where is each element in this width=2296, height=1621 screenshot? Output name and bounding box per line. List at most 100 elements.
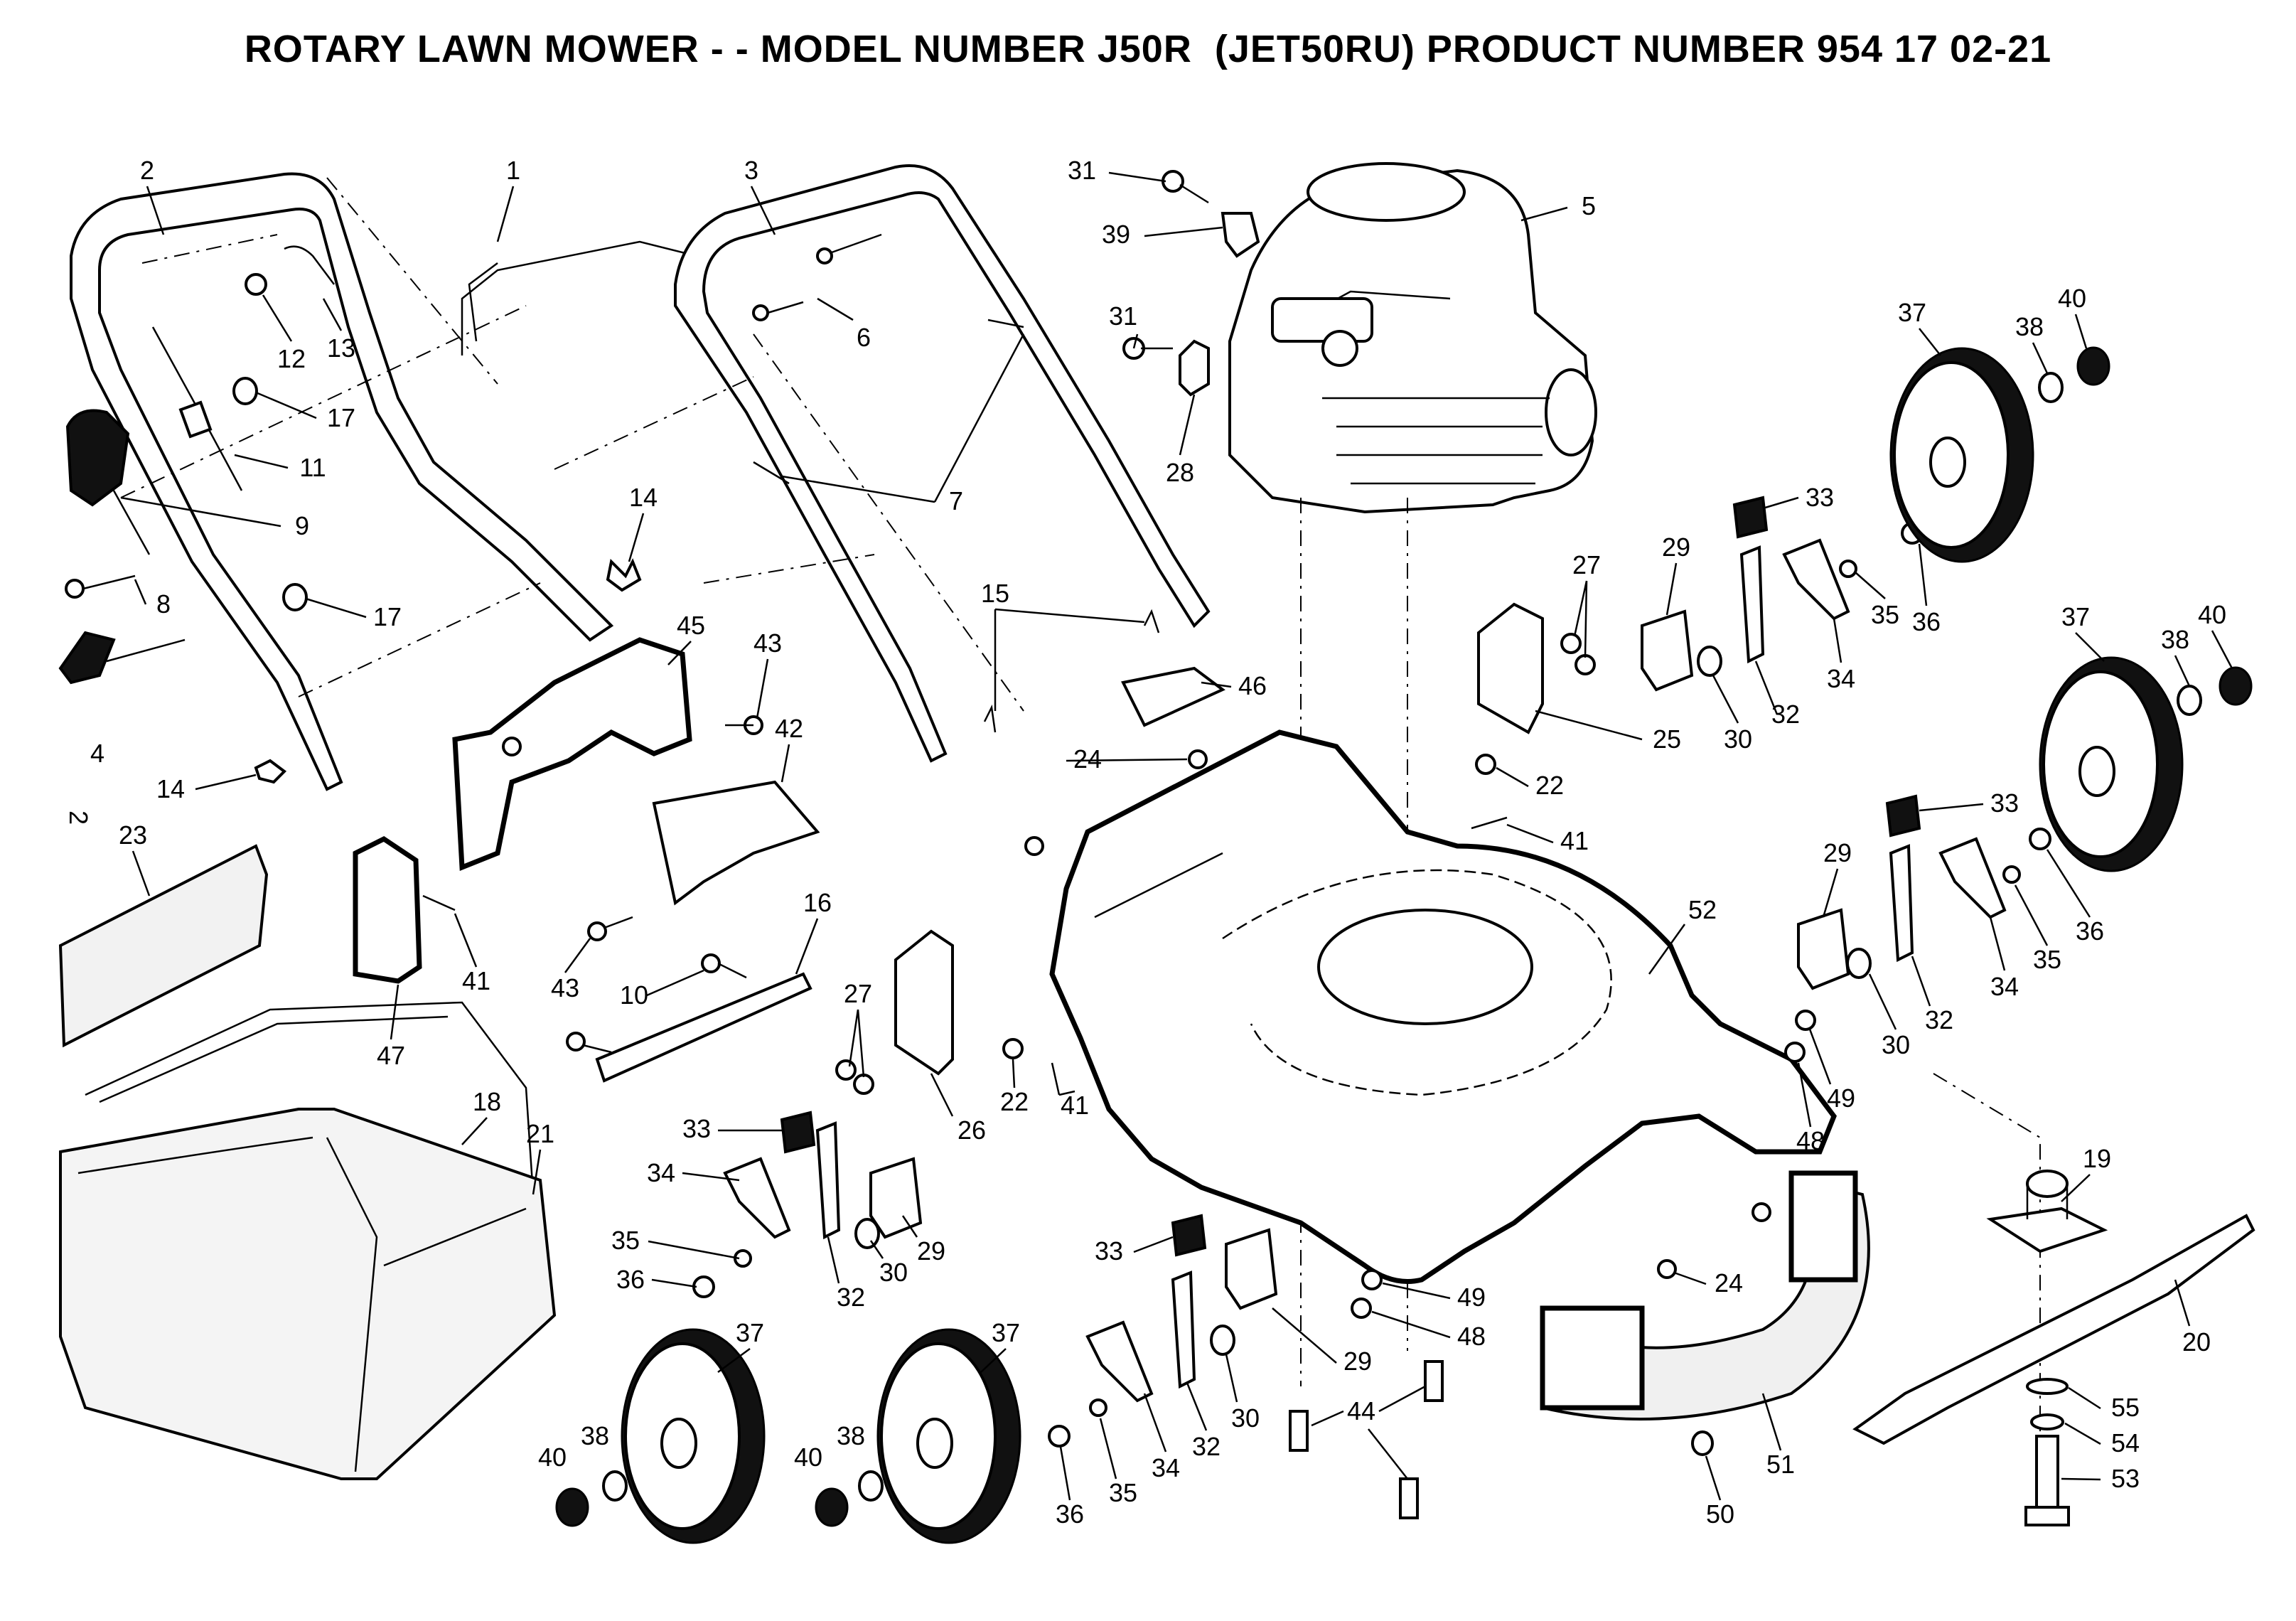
callout-22b: 22 xyxy=(1000,1087,1029,1116)
callout-47: 47 xyxy=(377,1041,405,1070)
callout-23: 23 xyxy=(119,820,147,850)
callout-27b: 27 xyxy=(844,979,872,1008)
bracket-28 xyxy=(1179,339,1210,397)
callout-21: 21 xyxy=(526,1119,554,1148)
callout-32c: 32 xyxy=(837,1283,865,1312)
callout-33a: 33 xyxy=(1806,483,1834,512)
wheel-37a xyxy=(1889,347,2034,563)
rod-16 xyxy=(595,972,812,1083)
knob-4 xyxy=(58,631,186,685)
callout-33c: 33 xyxy=(682,1114,711,1143)
lever-32d xyxy=(1171,1270,1196,1389)
callout-35b: 35 xyxy=(2033,945,2061,974)
pins-41 xyxy=(1051,816,1508,1096)
callout-38d: 38 xyxy=(837,1421,865,1450)
bolts-43 xyxy=(502,715,763,941)
callout-14b: 14 xyxy=(156,774,185,803)
callout-55: 55 xyxy=(2111,1393,2140,1422)
callout-43b: 43 xyxy=(551,973,579,1002)
callout-36a: 36 xyxy=(1912,607,1941,636)
callout-35d: 35 xyxy=(1109,1478,1137,1507)
callout-4: 4 xyxy=(90,739,104,768)
callout-29d: 29 xyxy=(1343,1347,1372,1376)
callout-40c: 40 xyxy=(538,1443,567,1472)
callout-34a: 34 xyxy=(1827,664,1855,693)
callout-38b: 38 xyxy=(2161,625,2189,654)
callout-2: 2 xyxy=(140,156,154,185)
bushings-38 xyxy=(602,372,2202,1502)
bolt-6 xyxy=(752,233,882,321)
height-adjuster-26 xyxy=(894,929,954,1076)
callout-49a: 49 xyxy=(1827,1084,1855,1113)
spring-plate-29d xyxy=(1225,1228,1278,1310)
callout-31a: 31 xyxy=(1068,156,1096,185)
callout-18: 18 xyxy=(473,1087,501,1116)
bolt-8 xyxy=(65,574,136,599)
callout-50: 50 xyxy=(1706,1499,1734,1529)
callout-42: 42 xyxy=(775,714,803,743)
engine-5 xyxy=(1228,162,1597,514)
wheel-37d xyxy=(876,1328,1021,1544)
spring-plate-29a xyxy=(1641,609,1694,692)
callout-10: 10 xyxy=(620,980,648,1010)
control-bar-1 xyxy=(461,240,705,355)
callout-29a: 29 xyxy=(1662,533,1690,562)
callout-35a: 35 xyxy=(1871,600,1899,629)
engine-control-9 xyxy=(65,409,151,555)
bolts-22 xyxy=(1002,754,1496,1059)
caps-40 xyxy=(555,346,2253,1527)
callout-37a: 37 xyxy=(1898,298,1926,327)
callout-32b: 32 xyxy=(1925,1005,1953,1034)
callout-45: 45 xyxy=(677,611,705,640)
screw-12 xyxy=(245,273,267,296)
callout-32d: 32 xyxy=(1192,1432,1221,1461)
wing-nut-14a xyxy=(606,558,642,592)
wheel-37b xyxy=(2039,656,2184,872)
callout-34b: 34 xyxy=(1990,972,2019,1001)
chute-42 xyxy=(652,780,820,906)
callout-28: 28 xyxy=(1166,458,1194,487)
callout-37b: 37 xyxy=(2061,602,2090,631)
callout-19: 19 xyxy=(2083,1144,2111,1173)
knob-33a xyxy=(1732,496,1769,539)
callout-37d: 37 xyxy=(992,1318,1020,1347)
callout-27a: 27 xyxy=(1572,550,1601,579)
callout-38a: 38 xyxy=(2015,312,2044,341)
callout-43a: 43 xyxy=(753,628,782,658)
callout-41c: 41 xyxy=(1061,1091,1089,1120)
callout-36b: 36 xyxy=(2076,916,2104,946)
bracket-34a xyxy=(1782,538,1850,621)
callout-54: 54 xyxy=(2111,1428,2140,1457)
rear-baffle-51 xyxy=(1540,1170,1870,1421)
lever-32c xyxy=(815,1121,841,1240)
knob-33b xyxy=(1885,794,1921,838)
callout-20: 20 xyxy=(2182,1327,2211,1357)
callout-12: 12 xyxy=(277,344,306,373)
callout-36c: 36 xyxy=(616,1265,645,1294)
callout-22a: 22 xyxy=(1535,771,1564,800)
callout-39: 39 xyxy=(1102,220,1130,249)
callout-38c: 38 xyxy=(581,1421,609,1450)
wheel-37c xyxy=(621,1328,766,1544)
callout-41a: 41 xyxy=(1560,826,1589,855)
hair-pin-15 xyxy=(983,609,1160,733)
callout-14a: 14 xyxy=(629,483,658,512)
control-cable-11 xyxy=(151,326,243,491)
callout-30d: 30 xyxy=(1231,1403,1260,1433)
callout-labels: 1 2 3 31 5 39 13 12 6 31 37 38 40 17 11 … xyxy=(90,156,2226,1529)
diagram-title: ROTARY LAWN MOWER - - MODEL NUMBER J50R … xyxy=(244,28,2052,70)
callout-40d: 40 xyxy=(794,1443,822,1472)
callout-31b: 31 xyxy=(1109,301,1137,331)
callout-34c: 34 xyxy=(647,1158,675,1187)
callout-49b: 49 xyxy=(1457,1283,1486,1312)
leader-lines xyxy=(120,171,2233,1501)
callout-1: 1 xyxy=(506,156,520,185)
spring-plate-29c xyxy=(869,1157,923,1239)
callout-44: 44 xyxy=(1347,1396,1375,1425)
callout-7: 7 xyxy=(949,486,963,515)
callout-51: 51 xyxy=(1766,1450,1795,1479)
blade-20 xyxy=(1852,1214,2255,1445)
callout-36d: 36 xyxy=(1056,1499,1084,1529)
callout-52: 52 xyxy=(1688,895,1717,924)
callout-53: 53 xyxy=(2111,1464,2140,1493)
